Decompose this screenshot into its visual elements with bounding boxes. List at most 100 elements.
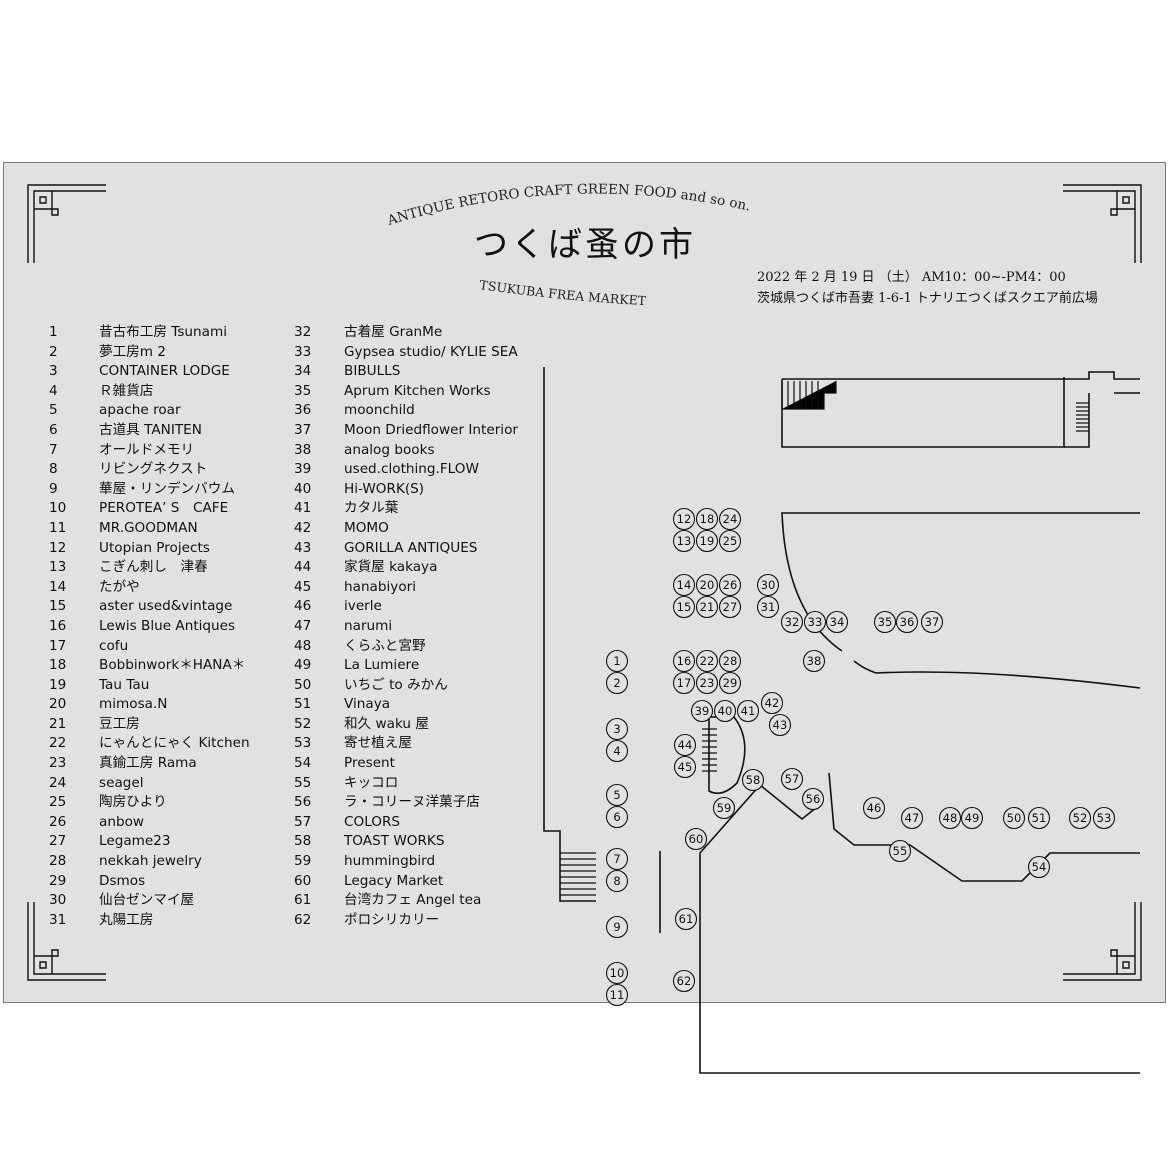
vendor-name: moonchild	[344, 402, 415, 419]
marker-number: 13	[677, 534, 692, 548]
marker-circle	[718, 529, 742, 553]
map-marker: 45	[673, 755, 697, 779]
marker-circle	[673, 755, 697, 779]
map-marker: 38	[802, 649, 826, 673]
vendor-number: 61	[294, 892, 312, 909]
marker-number: 26	[723, 578, 738, 592]
marker-circle	[605, 915, 629, 939]
marker-circle	[672, 671, 696, 695]
map-marker: 60	[684, 827, 708, 851]
marker-circle	[802, 649, 826, 673]
vendor-name: Moon Driedflower Interior	[344, 421, 518, 438]
marker-circle	[1027, 806, 1051, 830]
map-marker: 55	[888, 839, 912, 863]
vendor-number: 6	[49, 421, 58, 438]
vendor-number: 16	[49, 617, 67, 634]
map-marker: 14	[672, 573, 696, 597]
map-marker: 39	[690, 699, 714, 723]
marker-circle	[605, 671, 629, 695]
vendor-number: 25	[49, 794, 67, 811]
map-marker: 34	[825, 610, 849, 634]
vendor-number: 52	[294, 715, 312, 732]
marker-number: 16	[677, 654, 692, 668]
marker-circle	[690, 699, 714, 723]
marker-number: 3	[613, 722, 620, 736]
vendor-name: Aprum Kitchen Works	[344, 382, 491, 399]
map-walls	[543, 367, 1141, 1074]
vendor-name: Ｒ雑貨店	[99, 382, 154, 399]
map-marker: 57	[780, 767, 804, 791]
map-marker: 27	[718, 595, 742, 619]
marker-circle	[801, 787, 825, 811]
marker-number: 36	[900, 615, 915, 629]
map-marker: 44	[673, 733, 697, 757]
vendor-name: BIBULLS	[344, 363, 401, 380]
vendor-number: 19	[49, 676, 67, 693]
marker-number: 61	[679, 912, 694, 926]
vendor-number: 29	[49, 872, 67, 889]
vendor-name: Legame23	[99, 833, 171, 850]
marker-circle	[780, 610, 804, 634]
map-marker: 8	[605, 869, 629, 893]
marker-circle	[672, 573, 696, 597]
marker-circle	[888, 839, 912, 863]
marker-circle	[756, 573, 780, 597]
marker-circle	[718, 507, 742, 531]
ornament-corner-top-right	[1063, 184, 1142, 263]
marker-circle	[718, 595, 742, 619]
marker-number: 52	[1073, 811, 1088, 825]
vendor-name: 豆工房	[99, 715, 140, 732]
vendor-name: analog books	[344, 441, 435, 458]
vendor-name: mimosa.N	[99, 696, 168, 713]
marker-number: 40	[718, 704, 733, 718]
vendor-name: リビングネクスト	[99, 461, 208, 478]
marker-number: 17	[677, 676, 692, 690]
marker-circle	[684, 827, 708, 851]
vendor-number: 27	[49, 833, 67, 850]
map-marker: 33	[803, 610, 827, 634]
vendor-name: GORILLA ANTIQUES	[344, 539, 478, 556]
marker-number: 2	[613, 676, 620, 690]
marker-number: 48	[943, 811, 958, 825]
map-marker: 62	[672, 969, 696, 993]
vendor-number: 36	[294, 402, 312, 419]
map-marker: 6	[605, 805, 629, 829]
marker-number: 44	[678, 738, 693, 752]
map-marker: 17	[672, 671, 696, 695]
vendor-name: オールドメモリ	[99, 441, 195, 458]
vendor-number: 31	[49, 911, 67, 928]
vendor-name: こぎん刺し 津春	[99, 559, 208, 576]
marker-circle	[605, 983, 629, 1007]
vendor-number: 9	[49, 480, 58, 497]
subtitle-text: TSUKUBA FREA MARKET	[479, 277, 647, 308]
map-marker: 56	[801, 787, 825, 811]
marker-number: 53	[1097, 811, 1112, 825]
vendor-number: 18	[49, 657, 67, 674]
marker-circle	[938, 806, 962, 830]
map-marker: 61	[674, 907, 698, 931]
marker-circle	[605, 649, 629, 673]
map-marker: 11	[605, 983, 629, 1007]
marker-number: 55	[893, 844, 908, 858]
vendor-number: 42	[294, 519, 312, 536]
map-marker: 4	[605, 739, 629, 763]
map-marker: 23	[695, 671, 719, 695]
vendor-number: 17	[49, 637, 67, 654]
map-marker: 47	[900, 806, 924, 830]
